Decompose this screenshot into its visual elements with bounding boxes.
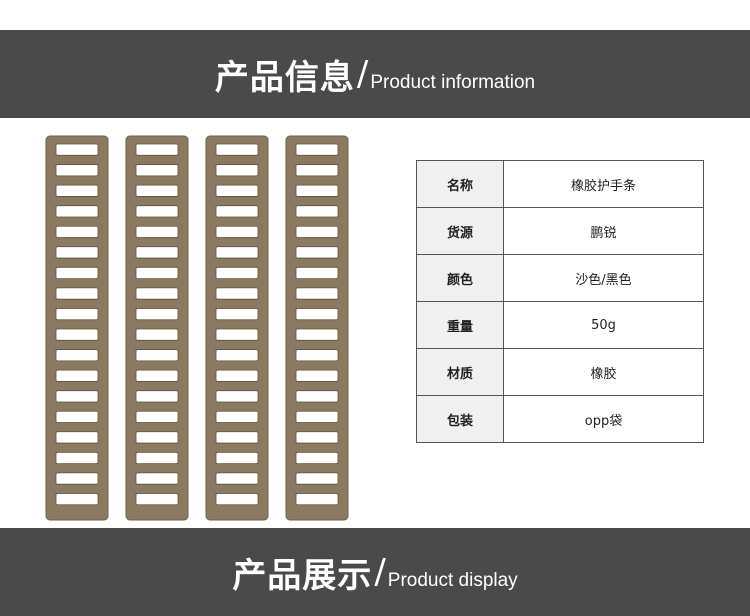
spec-key: 包装 [416, 395, 504, 443]
spec-row: 材质橡胶 [416, 348, 704, 396]
section-title-slash: / [356, 54, 369, 94]
rail-cover-strip [285, 135, 349, 521]
rail-cover-strip [45, 135, 109, 521]
spec-value: opp袋 [503, 395, 704, 443]
product-photo [45, 135, 349, 521]
spec-key: 货源 [416, 207, 504, 255]
section-header-product-information: 产品信息 / Product information [0, 30, 750, 118]
spec-row: 颜色沙色/黑色 [416, 254, 704, 302]
spec-key: 重量 [416, 301, 504, 349]
spec-value: 50g [503, 301, 704, 349]
spec-row: 货源鹏锐 [416, 207, 704, 255]
spec-key: 颜色 [416, 254, 504, 302]
section-title-slash: / [374, 552, 386, 592]
rail-cover-strip [205, 135, 269, 521]
section-title-en: Product display [387, 570, 518, 591]
section-title-zh: 产品展示 [232, 555, 373, 596]
spec-row: 名称橡胶护手条 [416, 160, 704, 208]
section-title-en: Product information [370, 72, 536, 93]
spec-value: 沙色/黑色 [503, 254, 704, 302]
rail-cover-strip [125, 135, 189, 521]
spec-key: 名称 [416, 160, 504, 208]
spec-value: 橡胶 [503, 348, 704, 396]
spec-value: 鹏锐 [503, 207, 704, 255]
spec-key: 材质 [416, 348, 504, 396]
section-header-product-display: 产品展示 / Product display [0, 528, 750, 616]
spec-value: 橡胶护手条 [503, 160, 704, 208]
section-title-zh: 产品信息 [214, 57, 355, 98]
